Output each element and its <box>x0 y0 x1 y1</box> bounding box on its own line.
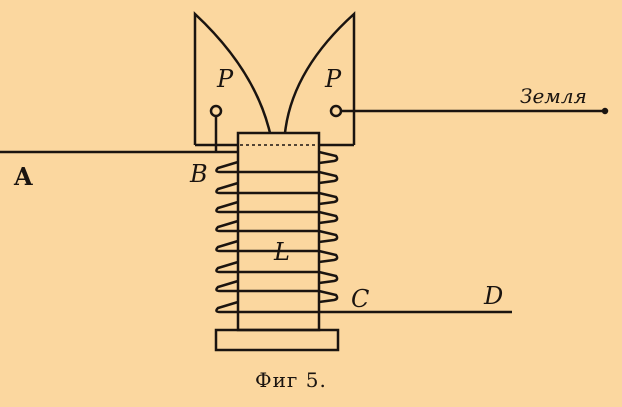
right-plate <box>283 11 356 145</box>
coil-loop-right <box>318 229 339 244</box>
label-ground: Земля <box>520 84 587 108</box>
coil-loop-left <box>215 279 239 293</box>
coil-loop-left <box>215 260 239 274</box>
coil-loop-left <box>215 200 239 214</box>
coil-loop-right <box>318 289 339 304</box>
coil-loop-left <box>215 239 239 253</box>
ground-arrow-tip <box>601 107 609 115</box>
left-terminal <box>209 104 223 118</box>
label-p-left: P <box>217 65 234 93</box>
figure-caption: Фиг 5. <box>255 368 327 392</box>
label-p-right: P <box>325 65 342 93</box>
label-a: A <box>14 162 33 191</box>
coil-loop-right <box>318 191 339 206</box>
coil-turns <box>215 150 339 314</box>
left-plate <box>193 11 272 145</box>
coil-loop-right <box>318 170 339 185</box>
coil-loop-left <box>215 160 239 174</box>
coil-base <box>214 328 340 352</box>
coil-loop-left <box>215 300 239 314</box>
right-terminal <box>329 104 343 118</box>
coil-loop-right <box>318 249 339 264</box>
coil-loop-left <box>215 181 239 195</box>
coil-loop-right <box>318 150 339 165</box>
coil-loop-right <box>318 270 339 285</box>
label-d: D <box>484 282 504 310</box>
label-b: B <box>190 160 208 188</box>
coil-loop-left <box>215 219 239 233</box>
label-c: C <box>351 285 370 313</box>
label-l: L <box>274 238 290 266</box>
coil-loop-right <box>318 210 339 225</box>
